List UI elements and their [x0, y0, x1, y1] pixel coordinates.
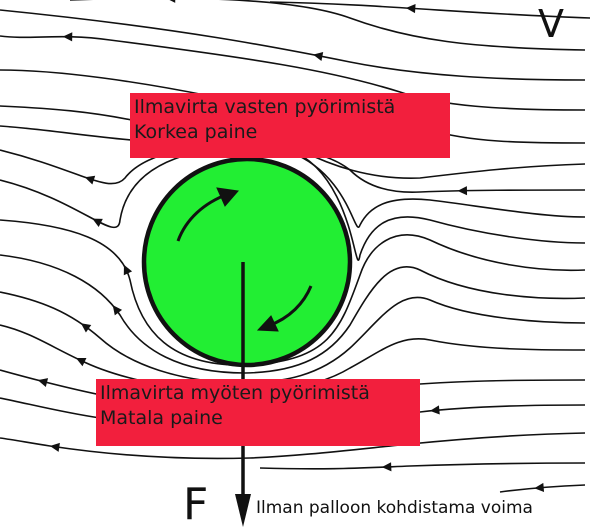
- low-pressure-line2: Matala paine: [100, 407, 223, 429]
- streamline: [0, 291, 586, 384]
- low-pressure-line1: Ilmavirta myöten pyörimistä: [100, 382, 370, 404]
- streamline: [499, 484, 586, 493]
- streamline-arrowhead: [429, 405, 440, 415]
- streamline: [70, 0, 586, 51]
- clockwise-arrow-icon: [176, 187, 239, 242]
- streamline-arrowhead: [62, 32, 73, 42]
- streamline-arrowhead: [534, 482, 545, 492]
- streamline-arrowhead: [112, 305, 123, 316]
- streamline-arrowhead: [80, 323, 92, 333]
- high-pressure-line2: Korkea paine: [134, 121, 258, 143]
- streamline-arrowhead: [169, 0, 176, 3]
- low-pressure-label: Ilmavirta myöten pyörimistä Matala paine: [96, 379, 420, 446]
- streamline-arrowhead: [313, 52, 324, 61]
- streamline-arrowhead: [405, 4, 416, 14]
- streamline: [0, 125, 586, 193]
- high-pressure-label: Ilmavirta vasten pyörimistä Korkea paine: [130, 93, 450, 158]
- streamline-arrowhead: [37, 378, 49, 387]
- streamline: [0, 145, 586, 228]
- ball: [141, 156, 353, 368]
- streamline-arrowhead: [381, 462, 392, 472]
- streamline-arrowhead: [123, 264, 133, 276]
- streamline: [0, 146, 586, 261]
- streamline: [259, 462, 586, 470]
- streamline-arrowhead: [49, 442, 60, 452]
- clockwise-arrow-icon: [256, 285, 313, 332]
- streamline-arrowhead: [457, 186, 468, 196]
- streamline: [269, 1, 591, 19]
- force-caption: Ilman palloon kohdistama voima: [256, 498, 533, 518]
- streamline-arrowhead: [92, 218, 103, 227]
- force-label: F: [183, 479, 209, 530]
- streamline: [0, 9, 586, 81]
- high-pressure-line1: Ilmavirta vasten pyörimistä: [134, 96, 396, 118]
- streamline-arrowhead: [75, 358, 87, 367]
- streamline-arrowhead: [84, 175, 96, 185]
- velocity-label: V: [538, 2, 564, 46]
